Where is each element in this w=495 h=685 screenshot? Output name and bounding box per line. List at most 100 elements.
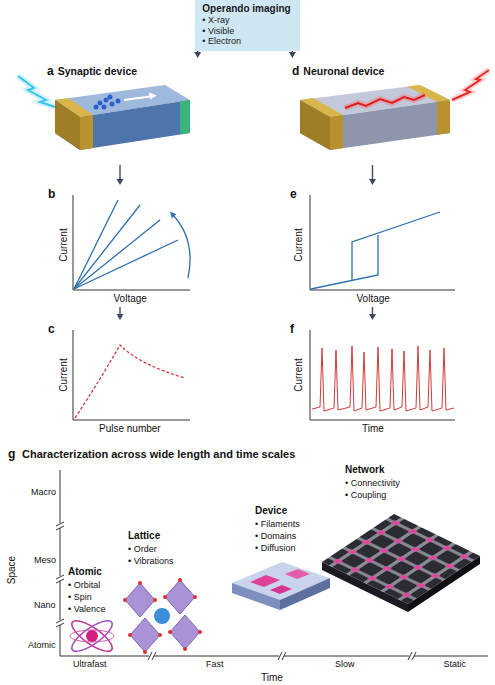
- panel-letter: f: [290, 322, 294, 336]
- scale-heading: Atomic: [68, 566, 102, 578]
- panel-letter: b: [48, 187, 55, 201]
- pulse-chart-drawing: [73, 330, 190, 420]
- scale-label: • Filaments: [255, 519, 300, 530]
- panel-title: Synaptic device: [58, 65, 137, 77]
- scale-axes: [412, 652, 416, 660]
- spiking-chart-panel: fCurrentTime: [285, 320, 460, 440]
- scale-axes: [278, 652, 282, 660]
- iv-chart-drawing: [74, 205, 140, 289]
- flow-line: [119, 165, 120, 180]
- panel-heading: d Neuronal device: [292, 61, 388, 79]
- lattice-drawing: [198, 630, 202, 634]
- lattice-drawing: [125, 583, 155, 617]
- scale-label: Slow: [335, 659, 355, 670]
- neuronal-device-drawing: [345, 95, 425, 108]
- synaptic-device-drawing: [108, 95, 113, 100]
- scale-heading: Device: [255, 505, 287, 517]
- panel-letter: d: [292, 64, 299, 78]
- lattice-drawing: [130, 618, 160, 652]
- scale-axes: [152, 652, 156, 660]
- flow-arrow: [117, 307, 124, 320]
- scale-heading: Network: [345, 464, 384, 476]
- neuronal-device-drawing: [300, 70, 489, 150]
- scale-axes: [56, 623, 64, 627]
- scale-heading: g: [8, 447, 15, 461]
- scale-axes: [56, 619, 64, 623]
- panel-letter: e: [290, 187, 297, 201]
- lattice-drawing: [193, 595, 197, 599]
- pulse-chart-drawing: [73, 330, 190, 420]
- device-slab-drawing: [285, 569, 310, 579]
- orbital-drawing: [68, 616, 116, 657]
- lattice-drawing: [170, 615, 200, 649]
- iv-chart-drawing: [170, 212, 176, 218]
- synaptic-device-drawing: [18, 76, 58, 108]
- scale-axes: [56, 470, 488, 660]
- pulse-chart-panel: cCurrentPulse number: [40, 320, 200, 440]
- axis-label: Voltage: [357, 293, 390, 305]
- lattice-drawing: [165, 580, 195, 614]
- scale-axes: [56, 579, 64, 583]
- synaptic-device-drawing: [98, 101, 103, 106]
- scale-heading: Characterization across wide length and …: [22, 448, 295, 461]
- neuronal-device-drawing: [345, 95, 425, 108]
- lattice-drawing: [153, 598, 157, 602]
- scale-label: • Connectivity: [345, 478, 400, 489]
- synaptic-device-drawing: [18, 76, 190, 150]
- synaptic-device-drawing: [80, 100, 190, 150]
- flow-arrow: [369, 165, 376, 185]
- iv-chart-drawing: [73, 195, 190, 290]
- lattice-drawing: [128, 633, 132, 637]
- device-slab-drawing: [250, 575, 280, 587]
- synaptic-device-drawing: [94, 105, 99, 110]
- device-slab-drawing: [232, 583, 280, 610]
- scale-label: Static: [444, 659, 467, 670]
- flow-line: [372, 165, 373, 180]
- scale-label: • Diffusion: [255, 543, 296, 554]
- flow-arrow: [117, 165, 124, 185]
- axis-label: Voltage: [114, 293, 147, 305]
- synaptic-device-drawing: [18, 76, 58, 108]
- neuronal-device-drawing: [452, 70, 489, 100]
- network-array-drawing: [322, 514, 480, 604]
- lattice-drawing: [168, 630, 172, 634]
- scale-label: Ultrafast: [73, 659, 107, 670]
- neuronal-device-drawing: [300, 100, 330, 150]
- device-slab-drawing: [280, 578, 330, 610]
- switching-chart-drawing: [310, 195, 455, 290]
- method-title: Operando imaging: [202, 3, 290, 15]
- method-item: • X-ray: [202, 15, 290, 26]
- panel-title: Neuronal device: [303, 65, 384, 77]
- scale-label: • Domains: [255, 531, 296, 542]
- scale-label: Time: [261, 672, 283, 684]
- iv-chart-drawing: [73, 195, 190, 290]
- synaptic-device-drawing: [116, 99, 121, 104]
- panel-letter: a: [47, 64, 54, 78]
- scale-axes: [408, 652, 412, 660]
- device-slab-drawing: [232, 562, 330, 610]
- flow-arrow: [194, 51, 201, 59]
- method-item: • Visible: [202, 26, 290, 37]
- lattice-drawing: [183, 647, 187, 651]
- scale-label: • Valence: [68, 604, 106, 615]
- switching-chart-panel: eCurrentVoltage: [285, 185, 460, 307]
- scale-label: Meso: [34, 555, 56, 566]
- orbital-drawing: [86, 630, 98, 642]
- spiking-chart-drawing: [312, 346, 454, 411]
- arrow-head: [194, 52, 201, 58]
- synaptic-device-drawing: [102, 105, 107, 110]
- scale-label: • Spin: [68, 592, 92, 603]
- neuronal-device-drawing: [330, 115, 343, 150]
- scale-label: • Orbital: [68, 580, 100, 591]
- synaptic-device-drawing: [110, 102, 115, 107]
- switching-chart-drawing: [310, 195, 455, 290]
- orbital-drawing: [68, 616, 116, 657]
- scale-label: Fast: [206, 659, 224, 670]
- scale-label: • Order: [128, 544, 157, 555]
- iv-chart-panel: bCurrentVoltage: [40, 185, 200, 307]
- lattice-drawing: [123, 598, 127, 602]
- spiking-chart-drawing: [310, 330, 455, 420]
- neuronal-device-drawing: [437, 100, 450, 135]
- arrow-head: [369, 179, 376, 185]
